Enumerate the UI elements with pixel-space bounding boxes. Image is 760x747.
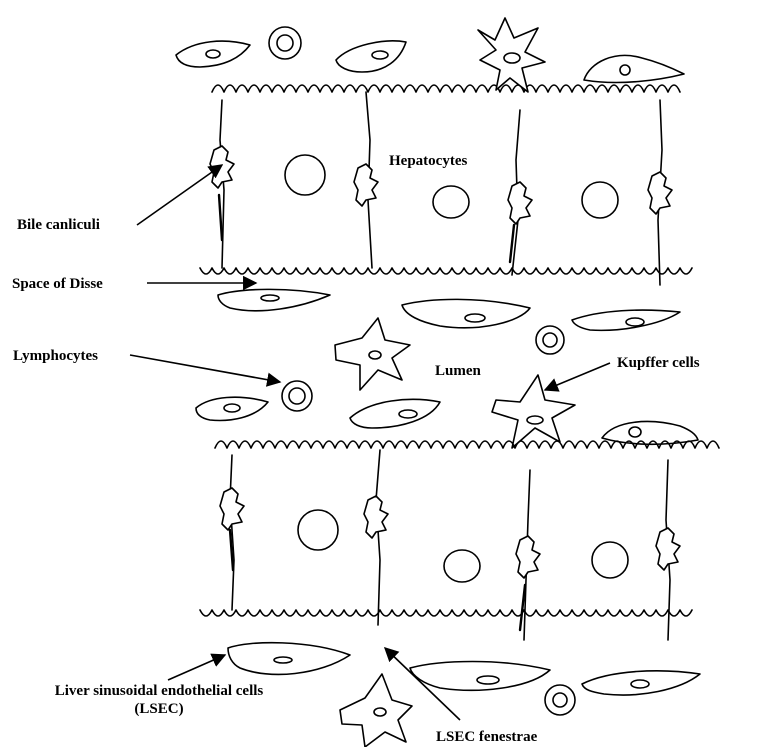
arrow-bile-canaliculi	[137, 165, 222, 225]
arrow-lymphocytes	[130, 355, 280, 382]
label-lsec-line1: Liver sinusoidal endothelial cells	[15, 682, 303, 700]
label-lsec-line2: (LSEC)	[15, 700, 303, 718]
label-lymphocytes: Lymphocytes	[13, 347, 98, 365]
arrow-lsec	[168, 655, 225, 680]
top-row-cells	[176, 18, 684, 92]
annotation-arrows	[130, 165, 610, 720]
label-kupffer-cells: Kupffer cells	[617, 354, 700, 372]
label-lsec: Liver sinusoidal endothelial cells (LSEC…	[15, 682, 303, 718]
label-hepatocytes: Hepatocytes	[389, 152, 467, 170]
label-space-of-disse: Space of Disse	[12, 275, 103, 293]
arrow-kupffer	[545, 363, 610, 390]
label-lumen: Lumen	[435, 362, 481, 380]
label-lsec-fenestrae: LSEC fenestrae	[436, 728, 537, 746]
hepatocyte-plate-top	[200, 85, 692, 285]
label-bile-canaliculi: Bile canliculi	[17, 216, 100, 234]
